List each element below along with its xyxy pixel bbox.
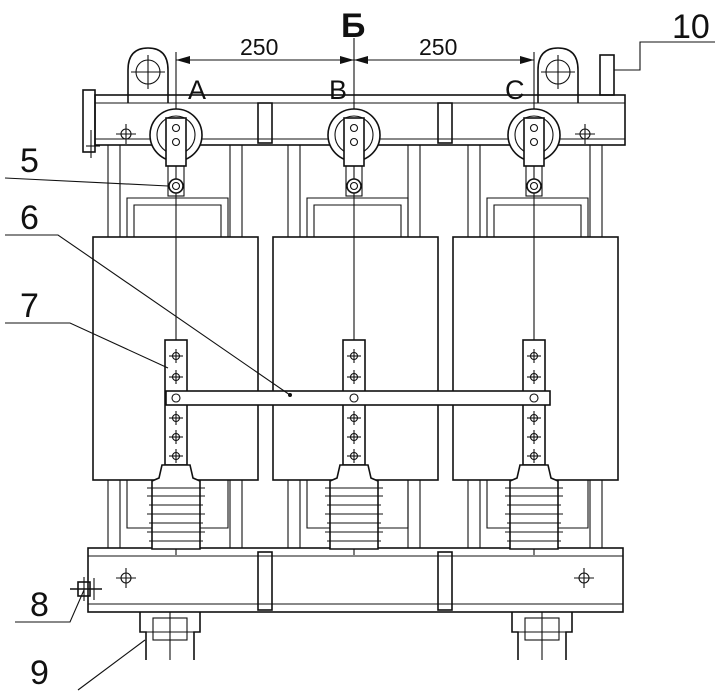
bottom-yoke-beam xyxy=(87,547,624,613)
callout-7: 7 xyxy=(20,287,39,325)
skid-right xyxy=(511,612,573,660)
lifting-eye-left xyxy=(127,47,169,103)
dimension-right-label: 250 xyxy=(419,34,457,60)
center-mark-label: Б xyxy=(341,7,365,45)
hv-bushing-b xyxy=(327,108,381,197)
dimension-lines xyxy=(176,56,534,64)
bolt-hole-icon xyxy=(575,124,595,144)
callout-9: 9 xyxy=(30,654,49,692)
skid-left xyxy=(139,612,201,660)
terminal-plate-10 xyxy=(599,54,615,96)
callout-5: 5 xyxy=(20,142,39,180)
lifting-eye-right xyxy=(537,47,579,103)
grounding-bolt xyxy=(70,577,102,601)
lv-insulator-c xyxy=(505,464,563,550)
lv-insulator-b xyxy=(325,464,383,550)
callout-10: 10 xyxy=(672,8,710,46)
bolt-hole-icon xyxy=(116,568,136,588)
phase-a-label: A xyxy=(188,75,206,105)
phase-b-label: B xyxy=(329,75,347,105)
phase-c-label: C xyxy=(505,75,525,105)
callout-6: 6 xyxy=(20,199,39,237)
connecting-busbar xyxy=(165,390,551,406)
dimension-left-label: 250 xyxy=(240,34,278,60)
leader-lines xyxy=(4,41,715,691)
hv-bushing-c xyxy=(507,108,561,197)
bolt-hole-icon xyxy=(116,124,136,144)
lv-insulator-a xyxy=(147,464,205,550)
bolt-hole-icon xyxy=(574,568,594,588)
callout-8: 8 xyxy=(30,586,49,624)
hv-bushing-a xyxy=(149,108,203,197)
